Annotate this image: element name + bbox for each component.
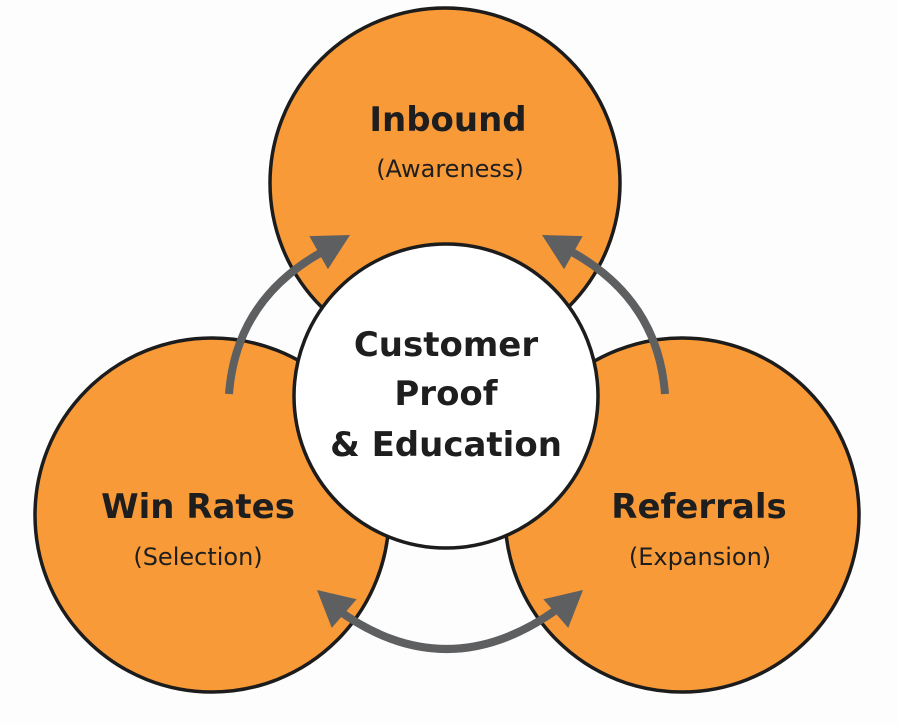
arrowhead-bottom-right-icon	[543, 590, 583, 628]
arrows-group	[225, 235, 669, 653]
petal-referrals-subtitle: (Expansion)	[629, 543, 771, 571]
petal-referrals-title: Referrals	[611, 487, 786, 527]
center-hub-circle	[292, 242, 600, 550]
petal-win-rates-subtitle: (Selection)	[133, 543, 262, 571]
center-label-line-2: Proof	[394, 374, 498, 414]
arrow-win-rates-to-inbound	[225, 248, 324, 395]
arrowhead-right-icon	[542, 235, 583, 270]
petal-inbound-subtitle: (Awareness)	[376, 155, 524, 183]
arrow-referrals-to-inbound	[570, 248, 669, 395]
arrowhead-left-icon	[309, 235, 350, 270]
center-label-line-1: Customer	[354, 325, 538, 365]
center-label-line-3: & Education	[330, 425, 562, 465]
petal-win-rates-title: Win Rates	[101, 487, 295, 527]
arrow-win-rates-referrals-bidirectional	[335, 606, 559, 653]
petal-inbound-title: Inbound	[369, 100, 526, 140]
arrowhead-bottom-left-icon	[317, 590, 357, 628]
